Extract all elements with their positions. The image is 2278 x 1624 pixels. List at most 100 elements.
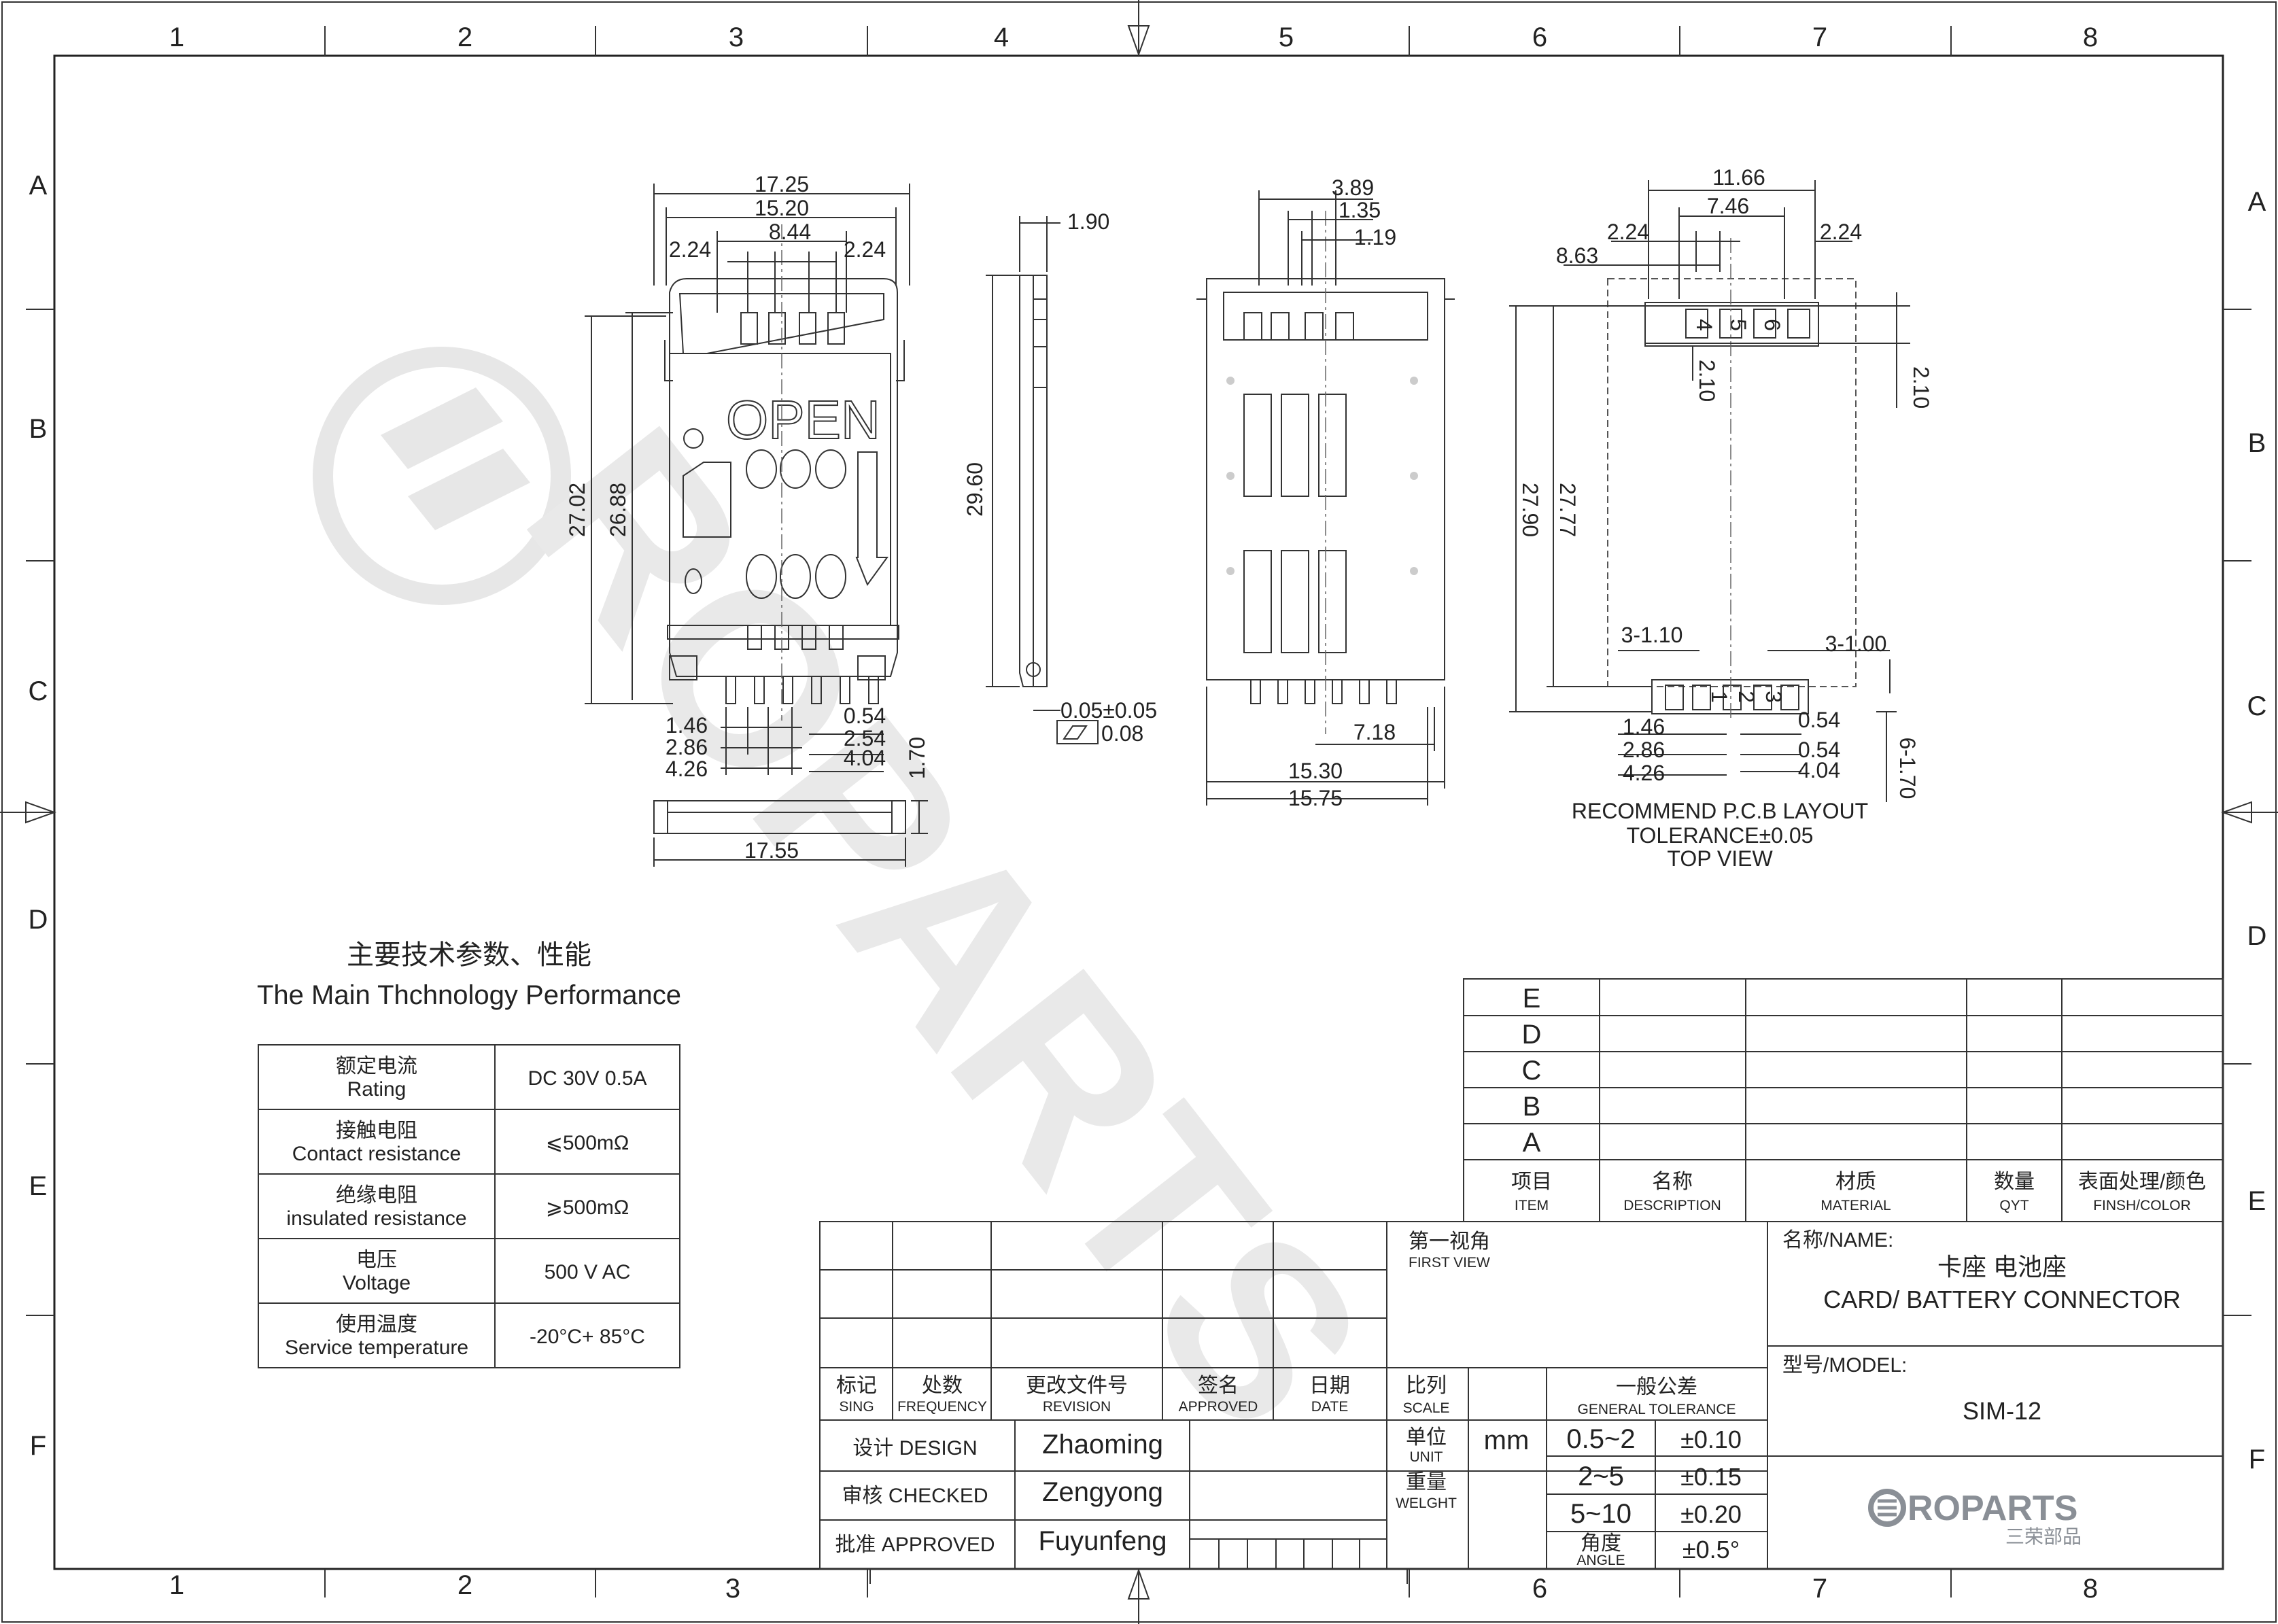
zone-col-label: 7 [1812, 1574, 1827, 1604]
dim-label: 4.26 [666, 757, 708, 781]
zone-col-label: 8 [2083, 22, 2098, 52]
view-label-cn: 第一视角 [1409, 1230, 1490, 1253]
spec-value: ⩾500mΩ [546, 1196, 629, 1219]
spec-value: DC 30V 0.5A [528, 1067, 646, 1090]
zone-col-label: 4 [994, 22, 1009, 52]
zone-row-label: F [2249, 1445, 2265, 1474]
dim-label: 2.24 [1607, 220, 1649, 244]
model-label: 型号/MODEL: [1782, 1354, 1907, 1377]
watermark: ROPARTS [313, 347, 1416, 1477]
dim-label: 4.26 [1623, 761, 1665, 785]
tolerance-value: ±0.10 [1680, 1426, 1742, 1453]
zone-row-label: D [2247, 921, 2267, 951]
zone-col-label: 3 [729, 22, 744, 52]
dim-label: 3-1.10 [1621, 623, 1683, 647]
zone-labels: 1 2 3 4 5 6 7 8 1 2 3 6 7 8 A B C D E F … [29, 22, 2267, 1604]
dim-label: 27.90 [1518, 483, 1542, 537]
watermark-text: ROPARTS [475, 381, 1416, 1477]
rev-header-cn: 签名 [1198, 1375, 1239, 1397]
design-label: 设计 DESIGN [852, 1437, 977, 1459]
dim-label: 2.24 [669, 237, 711, 262]
scale-label-en: SCALE [1403, 1400, 1450, 1416]
model-value: SIM-12 [1963, 1397, 2041, 1425]
zone-col-label: 2 [458, 1570, 472, 1600]
dim-label: 2.86 [666, 735, 708, 759]
bottom-strip-view: 17.55 1.70 [653, 737, 929, 867]
spec-value: 500 V AC [545, 1261, 631, 1283]
zone-row-label: E [29, 1171, 48, 1201]
pin-label: 6 [1760, 319, 1784, 331]
dim-label: 1.46 [666, 713, 708, 738]
rev-header-cn: 更改文件号 [1026, 1375, 1128, 1397]
dim-label: 15.20 [755, 196, 809, 220]
tolerance-range: 2~5 [1578, 1462, 1624, 1491]
tolerance-value: ±0.20 [1680, 1500, 1742, 1528]
dim-label: 11.66 [1712, 165, 1765, 190]
dim-label: 2.10 [1695, 360, 1719, 402]
name-en: CARD/ BATTERY CONNECTOR [1823, 1285, 2180, 1313]
tolerance-range: 5~10 [1570, 1499, 1632, 1529]
open-marking: OPEN [726, 390, 880, 450]
pcb-layout-view: 4 5 6 1 2 3 11.66 [1509, 165, 1933, 871]
zone-row-label: B [2248, 428, 2266, 458]
bom-row-label: E [1523, 984, 1541, 1014]
dim-label: 2.54 [844, 726, 886, 750]
tolerance-label-cn: 一般公差 [1616, 1376, 1697, 1398]
dim-label: 0.54 [1798, 738, 1840, 762]
dim-label: 4.04 [844, 746, 886, 770]
dim-label: 17.25 [755, 172, 809, 196]
approved-name: Fuyunfeng [1038, 1526, 1167, 1556]
spec-label-cn: 额定电流 [336, 1055, 417, 1077]
company-logo: ROPARTS 三荣部品 [1868, 1489, 2082, 1547]
bom-header-cn: 表面处理/颜色 [2078, 1171, 2206, 1193]
dim-label: 0.54 [844, 704, 886, 728]
dim-label: 29.60 [963, 462, 987, 517]
approved-label: 批准 APPROVED [835, 1534, 995, 1556]
zone-row-label: E [2248, 1186, 2266, 1216]
bom-header-en: ITEM [1515, 1198, 1549, 1213]
dim-label: 27.02 [565, 483, 589, 537]
pin-label: 3 [1761, 691, 1786, 703]
dim-label: 1.70 [905, 737, 929, 779]
tolerance-range: 0.5~2 [1566, 1424, 1635, 1454]
zone-col-label: 5 [1279, 22, 1294, 52]
weight-label-cn: 重量 [1406, 1471, 1447, 1493]
dim-label: 7.46 [1707, 194, 1749, 218]
spec-row: 接触电阻 Contact resistance ⩽500mΩ [292, 1120, 629, 1165]
dim-label: 26.88 [606, 483, 630, 537]
pcb-caption: TOP VIEW [1667, 846, 1773, 871]
pcb-caption: RECOMMEND P.C.B LAYOUT [1572, 799, 1868, 823]
rev-header-en: REVISION [1043, 1399, 1111, 1415]
view-label-en: FIRST VIEW [1409, 1255, 1490, 1271]
logo-text-cn: 三荣部品 [2005, 1526, 2082, 1547]
dim-label: 8.63 [1556, 243, 1598, 268]
zone-col-label: 1 [169, 1570, 184, 1600]
dim-label: 0.54 [1798, 708, 1840, 732]
back-view: 3.89 1.35 1.19 7.18 15.30 15.75 [1196, 175, 1455, 810]
unit-value: mm [1484, 1426, 1530, 1455]
pcb-caption: TOLERANCE±0.05 [1627, 823, 1814, 848]
zone-row-label: C [2247, 691, 2267, 721]
dim-label: 6-1.70 [1895, 738, 1920, 799]
dim-label: 2.24 [1820, 220, 1862, 244]
bom-row-label: A [1523, 1128, 1541, 1158]
title-block: 标记 SING 处数 FREQUENCY 更改文件号 REVISION 签名 A… [819, 1221, 2224, 1584]
dim-label: 3.89 [1332, 175, 1374, 200]
bom-header-en: FINSH/COLOR [2093, 1198, 2191, 1213]
dim-label: 2.10 [1909, 366, 1933, 409]
spec-label-cn: 接触电阻 [336, 1120, 417, 1142]
spec-label-en: Rating [347, 1078, 407, 1101]
zone-row-label: B [29, 414, 48, 444]
dim-label: 2.24 [844, 237, 886, 262]
side-view: 1.90 29.60 0.05±0.05 0.08 [963, 209, 1157, 746]
pin-label: 5 [1726, 319, 1750, 331]
bom-table: E D C B A 项目 ITEM 名称 DESCRIPTION 材质 MATE… [1463, 978, 2224, 1222]
zone-row-label: D [29, 905, 48, 935]
dim-label: 0.05±0.05 [1060, 698, 1157, 723]
weight-label-en: WELGHT [1396, 1496, 1457, 1511]
dim-label: 1.46 [1623, 714, 1665, 739]
pin-label: 1 [1707, 691, 1731, 703]
dim-label: 1.35 [1339, 198, 1381, 222]
pin-label: 2 [1734, 691, 1759, 703]
